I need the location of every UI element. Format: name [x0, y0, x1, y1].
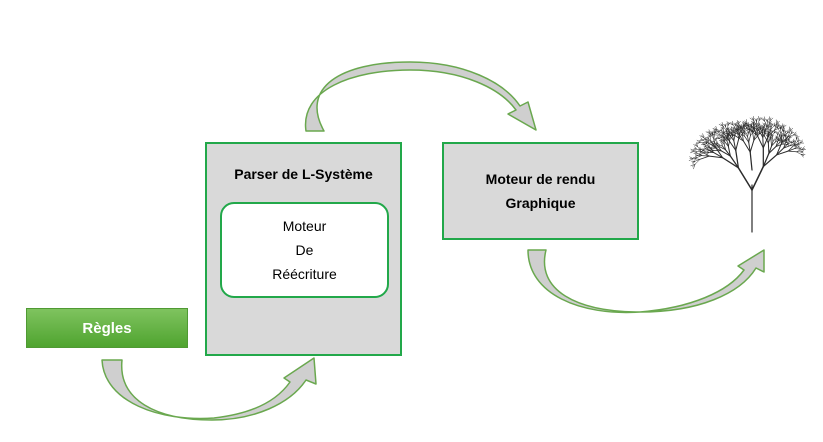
rewriting-line: Moteur [282, 218, 327, 234]
fractal-tree-icon [688, 116, 806, 233]
regles-box: Règles [26, 308, 188, 348]
parser-box: Parser de L-Système Moteur De Réécriture [205, 142, 402, 356]
parser-title: Parser de L-Système [234, 166, 373, 182]
regles-label: Règles [82, 319, 132, 337]
rewriting-engine-box: Moteur De Réécriture [220, 202, 389, 298]
render-line: Moteur de rendu [485, 171, 596, 187]
render-line: Graphique [505, 195, 576, 211]
rewriting-line: Réécriture [272, 266, 337, 282]
curved-arrow-icon [304, 61, 537, 132]
render-engine-box: Moteur de rendu Graphique [442, 142, 639, 240]
rewriting-line: De [295, 242, 314, 258]
curved-arrow-icon [527, 249, 765, 314]
curved-arrow-icon [101, 357, 317, 421]
